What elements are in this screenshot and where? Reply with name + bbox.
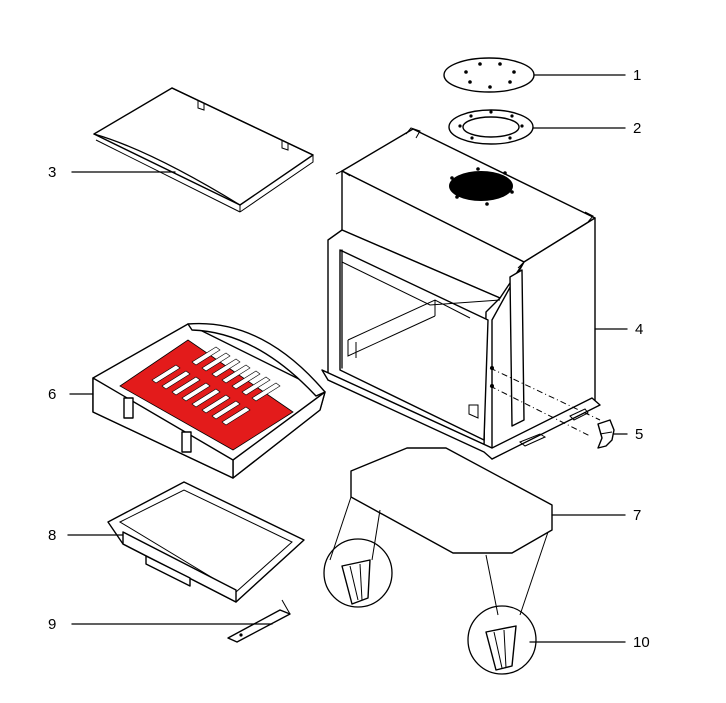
callout-6: 6 xyxy=(48,386,56,403)
part-3-deflector-tray xyxy=(93,87,314,213)
part-1-cover-plate xyxy=(443,57,535,93)
callout-8: 8 xyxy=(48,527,56,544)
callout-9: 9 xyxy=(48,616,56,633)
callout-10: 10 xyxy=(633,634,650,651)
grate-slots xyxy=(151,346,281,426)
part-7-top-plate xyxy=(329,447,553,616)
callout-5: 5 xyxy=(635,426,643,443)
part-8-ash-pan xyxy=(107,481,305,603)
part-5-bracket xyxy=(597,419,615,449)
part-6-grate-assembly xyxy=(92,322,326,479)
callout-labels: 1 2 3 4 5 6 7 8 9 10 xyxy=(48,67,650,651)
callout-4: 4 xyxy=(635,321,643,338)
callout-7: 7 xyxy=(633,507,641,524)
part-2-ring-gasket xyxy=(448,109,534,145)
part-9-tool xyxy=(227,599,291,643)
callout-1: 1 xyxy=(633,67,641,84)
leader-lines xyxy=(67,74,628,643)
part-4-stove-body xyxy=(321,127,601,460)
part-10-feet xyxy=(323,538,537,675)
callout-2: 2 xyxy=(633,120,641,137)
callout-3: 3 xyxy=(48,164,56,181)
